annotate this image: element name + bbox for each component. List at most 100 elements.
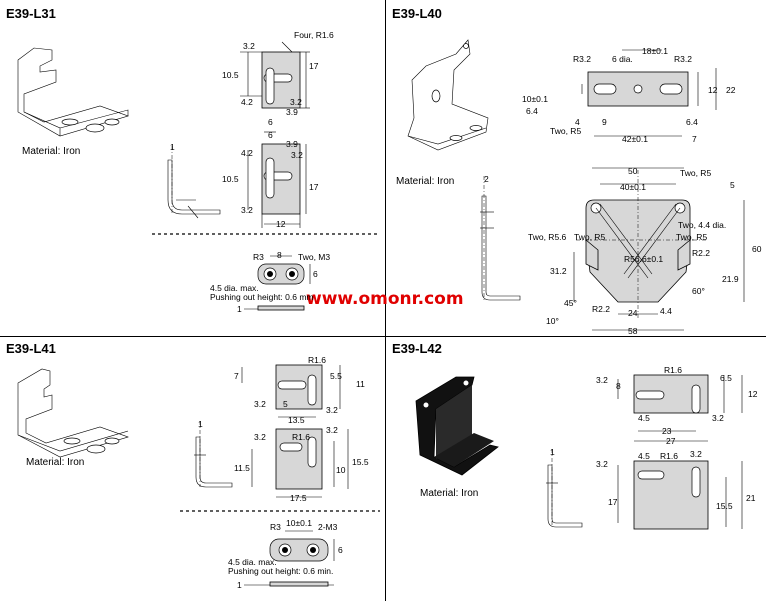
dim-label: 6.4 xyxy=(526,106,538,116)
dim-label: 13.5 xyxy=(288,415,305,425)
dim-label: 6.4 xyxy=(686,117,698,127)
dim-label: R2.2 xyxy=(692,248,710,258)
e39-l31-bracket-illustration xyxy=(17,47,129,137)
dim-label: 6 xyxy=(268,130,273,140)
dim-label: 15.5 xyxy=(352,457,369,467)
e39-l41-panel: E39-L41 xyxy=(0,337,385,601)
dim-label: 3.2 xyxy=(712,413,724,423)
watermark: www.omonr.com xyxy=(306,289,464,309)
e39-l41-title: E39-L41 xyxy=(6,341,56,356)
dim-label: Two, R5 xyxy=(676,232,707,242)
dim-label: 3.2 xyxy=(243,41,255,51)
dim-label: 23 xyxy=(662,426,672,436)
dim-label: 17 xyxy=(608,497,618,507)
dim-label: 11.5 xyxy=(234,463,250,473)
dim-label: 24 xyxy=(628,308,638,318)
dim-label: 6 dia. xyxy=(612,54,633,64)
e39-l31-bottom-view xyxy=(247,131,307,228)
dim-label: 3.9 xyxy=(286,107,298,117)
dim-label: 4.4 xyxy=(660,306,672,316)
e39-l31-drawing: 3.2 Four, R1.6 10.5 17 4.2 3.2 3.9 6 6 3… xyxy=(17,30,380,314)
dim-label: 4.2 xyxy=(241,97,253,107)
dim-label: 1 xyxy=(550,447,555,457)
dim-label: 1 xyxy=(198,419,203,429)
dim-label: 21 xyxy=(746,493,756,503)
e39-l42-drawing: 3.2 8 R1.6 6.5 12 4.5 23 3.2 27 3.2 4.5 … xyxy=(415,365,758,530)
dim-label: 17 xyxy=(309,61,319,71)
dim-label: R2.2 xyxy=(592,304,610,314)
e39-l40-bottom-view xyxy=(573,167,745,331)
dim-label: 10.5 xyxy=(222,70,239,80)
dim-label: 3.2 xyxy=(291,150,303,160)
e39-l41-bracket-illustration xyxy=(17,368,129,458)
e39-l40-dimension-labels: R3.2 6 dia. 18±0.1 R3.2 10±0.1 6.4 4 9 T… xyxy=(484,46,762,336)
dim-label: 6 xyxy=(268,117,273,127)
dim-label: Two, R5 xyxy=(574,232,605,242)
dim-label: 6 xyxy=(338,545,343,555)
dim-label: 5 xyxy=(730,180,735,190)
dim-label: 21.9 xyxy=(722,274,739,284)
dim-label: 3.2 xyxy=(254,432,266,442)
dim-label: 10° xyxy=(546,316,559,326)
dim-label: 4 xyxy=(575,117,580,127)
e39-l42-side-view xyxy=(546,449,583,528)
e39-l41-side-view xyxy=(194,421,233,488)
dim-label: Two, 4.4 dia. xyxy=(678,220,726,230)
dim-label: 10 xyxy=(336,465,346,475)
dim-label: 60° xyxy=(692,286,705,296)
dim-label: 42±0.1 xyxy=(622,134,648,144)
dim-label: 6 xyxy=(313,269,318,279)
dim-label: R1.6 xyxy=(664,365,682,375)
dim-label: 18±0.1 xyxy=(642,46,668,56)
dim-label: 3.2 xyxy=(290,97,302,107)
e39-l41-material: Material: Iron xyxy=(26,457,85,468)
dim-label: 3.2 xyxy=(326,405,338,415)
dim-label: 3.2 xyxy=(241,205,253,215)
e39-l31-nut-plate xyxy=(244,255,311,311)
dim-label: 40±0.1 xyxy=(620,182,646,192)
dim-label: Two, M3 xyxy=(298,252,330,262)
e39-l42-panel: E39-L42 xyxy=(386,337,766,601)
dim-label: 8 xyxy=(277,250,282,260)
dim-label: 4.2 xyxy=(241,148,253,158)
dim-label: 17.5 xyxy=(290,493,307,503)
dim-label: 3.2 xyxy=(254,399,266,409)
dim-label: 10±0.1 xyxy=(522,94,548,104)
dim-label: 5.5 xyxy=(330,371,342,381)
e39-l31-panel: E39-L31 xyxy=(0,0,385,336)
dim-label: 17 xyxy=(309,182,319,192)
dim-label: 12 xyxy=(708,85,718,95)
dim-label: 12 xyxy=(748,389,758,399)
e39-l41-drawing: R1.6 5.5 7 11 3.2 5 3.2 13.5 3.2 R1.6 3.… xyxy=(17,355,380,590)
e39-l31-title: E39-L31 xyxy=(6,6,56,21)
e39-l40-drawing: R3.2 6 dia. 18±0.1 R3.2 10±0.1 6.4 4 9 T… xyxy=(407,39,762,336)
e39-l42-material: Material: Iron xyxy=(420,488,479,499)
e39-l42-dimension-labels: 3.2 8 R1.6 6.5 12 4.5 23 3.2 27 3.2 4.5 … xyxy=(550,365,758,511)
e39-l42-bracket-illustration xyxy=(415,376,499,476)
dim-label: Four, R1.6 xyxy=(294,30,334,40)
dim-label: 22 xyxy=(726,85,736,95)
dim-label: 4.5 xyxy=(638,451,650,461)
e39-l40-material: Material: Iron xyxy=(396,176,455,187)
dim-label: 2 xyxy=(484,174,489,184)
dim-label: Two, R5.6 xyxy=(528,232,567,242)
dim-label: 1 xyxy=(237,304,242,314)
e39-l40-panel: E39-L40 xyxy=(386,0,766,336)
dim-label: 2-M3 xyxy=(318,522,338,532)
dim-label: R1.6 xyxy=(660,451,678,461)
dim-label: 1 xyxy=(237,580,242,590)
e39-l31-side-view xyxy=(167,146,221,219)
dim-label: R3.2 xyxy=(573,54,591,64)
e39-l31-dimension-labels: 3.2 Four, R1.6 10.5 17 4.2 3.2 3.9 6 6 3… xyxy=(170,30,334,314)
dim-label: 3.2 xyxy=(596,375,608,385)
dim-label: 3.2 xyxy=(326,425,338,435)
dim-label: 10.5 xyxy=(222,174,239,184)
e39-l41-dimension-labels: R1.6 5.5 7 11 3.2 5 3.2 13.5 3.2 R1.6 3.… xyxy=(198,355,369,590)
dim-label: Two, R5 xyxy=(680,168,711,178)
e39-l40-bracket-illustration xyxy=(407,39,489,151)
dim-label: 4.5 xyxy=(638,413,650,423)
dim-label: 27 xyxy=(666,436,676,446)
e39-l40-title: E39-L40 xyxy=(392,6,442,21)
dim-label: R3 xyxy=(270,522,281,532)
e39-l41-bottom-view xyxy=(251,428,349,498)
